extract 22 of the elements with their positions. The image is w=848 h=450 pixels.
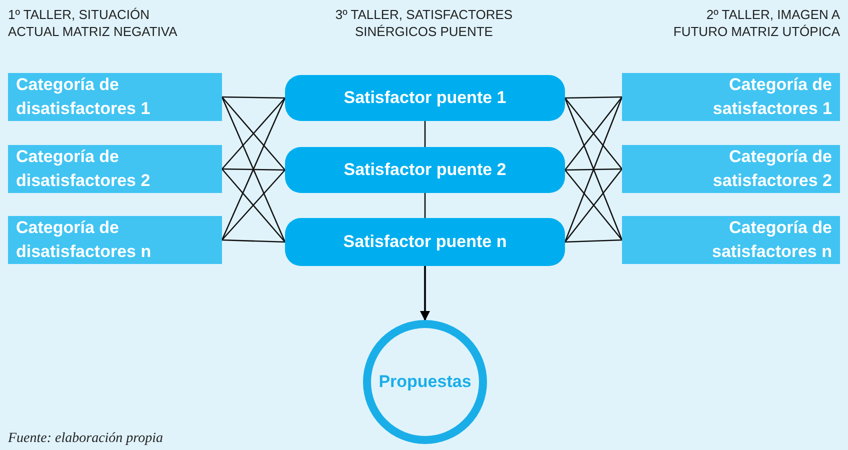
process-box: Satisfactor puente 2 (285, 147, 565, 193)
workshop-label: 1º TALLER, SITUACIÓN ACTUAL MATRIZ NEGATIVA (8, 6, 178, 40)
connector-line (424, 121, 426, 147)
category-box: Categoría de satisfactores 1 (622, 73, 840, 121)
connector-line (564, 239, 622, 243)
category-box: Categoría de satisfactores n (622, 216, 840, 264)
source-caption: Fuente: elaboración propia (8, 430, 164, 448)
arrow (420, 266, 430, 321)
connector-line (222, 96, 286, 99)
category-box: Categoría de disatisfactores n (8, 216, 222, 264)
connector-line (424, 193, 426, 218)
connector-line (564, 96, 622, 99)
category-box: Categoría de satisfactores 2 (622, 145, 840, 193)
category-box: Categoría de disatisfactores 2 (8, 145, 222, 193)
connector-line (222, 239, 286, 243)
connector-line (564, 168, 622, 171)
process-box: Satisfactor puente n (285, 218, 565, 266)
workshop-label: 2º TALLER, IMAGEN A FUTURO MATRIZ UTÓPICA (672, 6, 840, 40)
process-box: Satisfactor puente 1 (285, 75, 565, 121)
connector-line (222, 168, 286, 171)
workshop-label: 3º TALLER, SATISFACTORES SINÉRGICOS PUENTE (334, 6, 514, 40)
category-box: Categoría de disatisfactores 1 (8, 73, 222, 121)
